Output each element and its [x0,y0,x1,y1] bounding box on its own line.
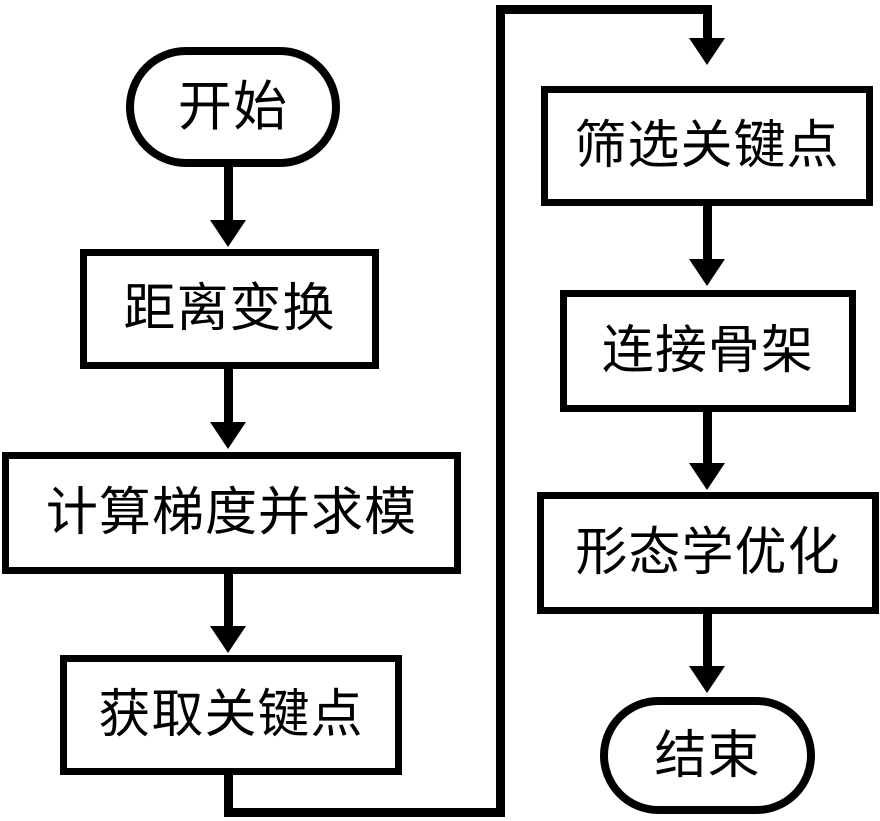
connector-loopback-segment-down [224,775,233,817]
flowchart-node-morphological-optimization[interactable]: 形态学优化 [537,492,879,614]
connector-loopback-segment-bottom [224,808,505,817]
arrowhead-down-icon [689,38,725,65]
flowchart-node-filter-keypoints[interactable]: 筛选关键点 [541,86,873,206]
flowchart-node-connect-skeleton[interactable]: 连接骨架 [560,290,856,412]
arrowhead-down-icon [689,463,725,490]
node-label-gradient-magnitude: 计算梯度并求模 [45,483,418,543]
node-label-get-keypoints: 获取关键点 [98,685,364,745]
connector-connect-skeleton-to-morphological [703,412,712,470]
node-label-morphological-optimization: 形态学优化 [575,523,841,583]
node-label-filter-keypoints: 筛选关键点 [574,116,840,176]
connector-filter-to-connect-skeleton [703,206,712,266]
flowchart-node-distance-transform[interactable]: 距离变换 [80,249,379,369]
flowchart-node-start[interactable]: 开始 [126,47,340,167]
flowchart-node-gradient-magnitude[interactable]: 计算梯度并求模 [2,452,461,574]
arrowhead-down-icon [210,422,246,449]
connector-gradient-to-get-keypoints [224,574,233,633]
node-label-distance-transform: 距离变换 [123,279,336,339]
connector-morphological-to-end [703,614,712,670]
arrowhead-down-icon [689,259,725,286]
connector-loopback-segment-into-filter [703,5,712,45]
node-label-end: 结束 [654,725,761,786]
flowchart-node-end[interactable]: 结束 [600,697,815,814]
flowchart-node-get-keypoints[interactable]: 获取关键点 [60,655,402,775]
node-label-connect-skeleton: 连接骨架 [601,321,815,381]
arrowhead-down-icon [689,666,725,693]
connector-distance-transform-to-gradient [224,369,233,429]
connector-loopback-segment-top [496,5,712,14]
arrowhead-down-icon [210,626,246,653]
arrowhead-down-icon [210,220,246,247]
connector-loopback-segment-up [496,5,505,812]
connector-start-to-distance-transform [224,167,233,227]
node-label-start: 开始 [177,75,289,138]
